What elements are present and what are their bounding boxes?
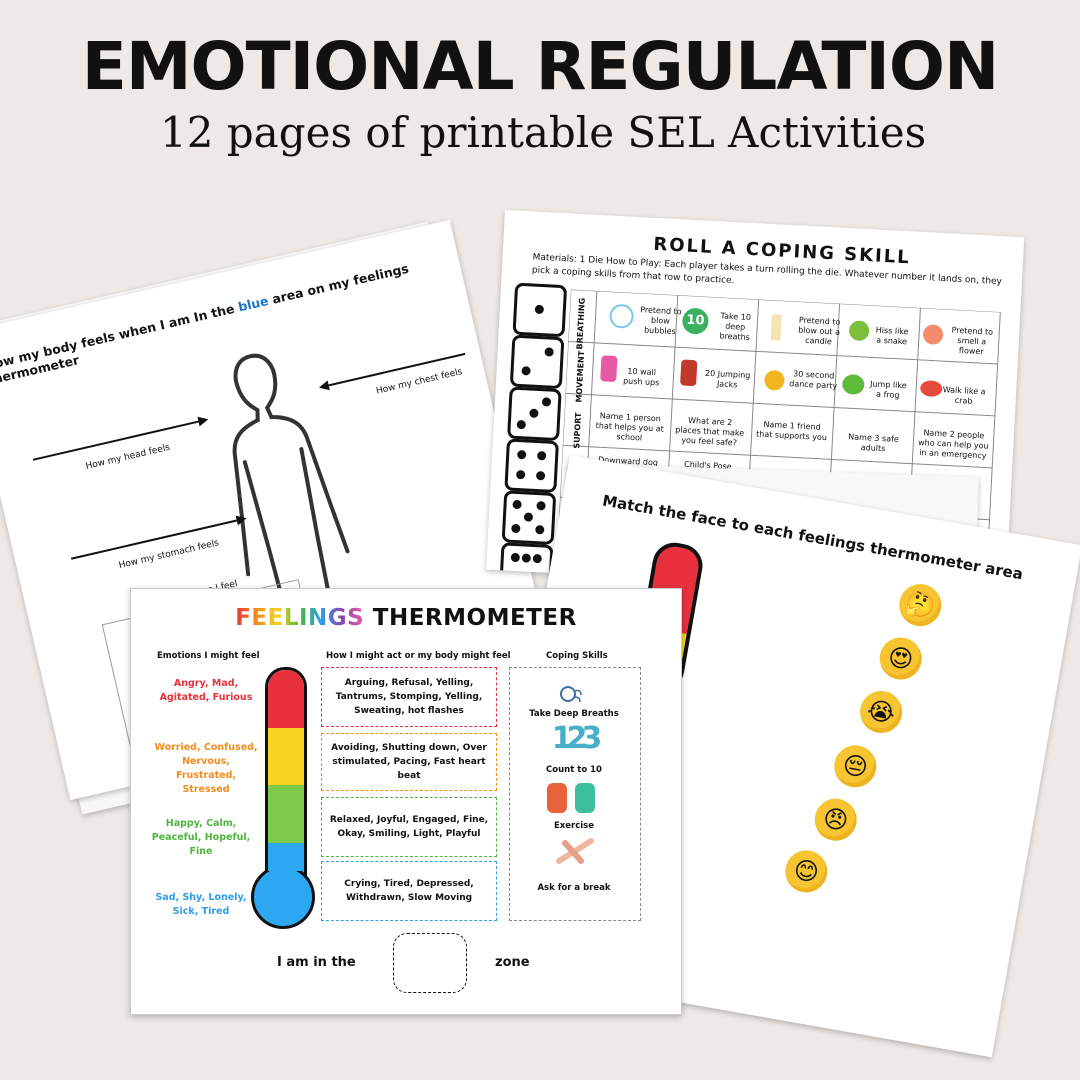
sad-face-icon: 😔 [830,741,880,791]
page-subtitle: 12 pages of printable SEL Activities [160,108,927,157]
col-skills-header: Coping Skills [546,651,608,661]
die-5-icon [501,490,557,545]
page-title: EMOTIONAL REGULATION [81,28,1000,105]
girl-pushup-icon [600,355,618,383]
angry-face-icon: 😠 [811,795,861,845]
coping-cell: Pretend to blow out a candle [797,315,841,347]
skill-break: Ask for a break [537,883,611,893]
coping-cell: Pretend to smell a flower [951,325,994,357]
head-arrow-icon [32,416,209,461]
body-box-blue: Crying, Tired, Depressed, Withdrawn, Slo… [321,861,497,921]
die-3-icon [507,386,562,442]
die-1-icon [512,282,568,338]
skill-exercise: Exercise [553,821,595,831]
coping-cell: Name 2 people who can help you in an eme… [917,428,989,461]
chest-arrow-icon [318,352,466,391]
coping-cell: What are 2 places that make you feel saf… [674,415,745,448]
thermo-title-colored: FEELINGS [235,605,365,631]
zone-pre-text: I am in the [277,955,356,970]
emotions-orange: Worried, Confused, Nervous, Frustrated, … [154,742,258,795]
heading-blue: blue [236,292,270,315]
coping-cell: Take 10 deep breaths [719,311,752,342]
coping-cell: Jump like a frog [869,379,907,400]
thinking-face-icon: 🤔 [895,580,945,630]
coping-cell: Name 1 friend that supports you [755,419,828,443]
skills-box [509,667,641,921]
die-4-icon [504,438,559,494]
coping-cell: 10 wall push ups [622,366,660,388]
count-123-icon: 123 [551,721,603,756]
boy-jumping-icon [680,359,698,387]
coping-cell: 20 Jumping Jacks [704,368,751,390]
die-2-icon [509,334,565,390]
coping-cell: Walk like a crab [942,385,986,406]
crying-face-icon: 😭 [856,687,906,737]
zone-blank-box [393,933,467,993]
zone-post-text: zone [495,955,530,970]
coping-cell: 30 second dance party [789,369,838,391]
thermometer-bulb [251,865,315,929]
breath-icon [560,686,582,703]
stomach-arrow-icon [70,515,247,560]
emotions-red: Angry, Mad, Agitated, Furious [159,678,253,703]
thermo-title-rest: THERMOMETER [372,605,577,631]
coping-cell: Name 3 safe adults [848,432,900,454]
candle-icon [770,314,782,341]
thermometer-bulb-neck [268,857,304,871]
coping-cell: Name 1 person that helps you at school [595,411,665,443]
body-outline-icon [232,353,350,667]
emotions-green: Happy, Calm, Peaceful, Hopeful, Fine [151,818,251,857]
skill-count: Count to 10 [546,765,602,775]
body-feelings-page: How my body feels when I am In the blue … [0,219,558,801]
hand-stop-icon [556,838,594,864]
body-box-orange: Avoiding, Shutting down, Over stimulated… [321,733,497,791]
feelings-thermometer-page: FEELINGS THERMOMETER Emotions I might fe… [130,588,682,1015]
coping-cell: Pretend to blow bubbles [639,305,682,337]
body-box-red: Arguing, Refusal, Yelling, Tantrums, Sto… [321,667,497,727]
exercise-icon [541,779,607,817]
thermo-title: FEELINGS THERMOMETER [131,605,681,631]
row-label-support: SUPORT [572,412,584,449]
col-act-header: How I might act or my body might feel [326,651,511,661]
body-box-green: Relaxed, Joyful, Engaged, Fine, Okay, Sm… [321,797,497,857]
smiling-face-icon: 😊 [781,847,831,896]
col-emotions-header: Emotions I might feel [157,651,260,661]
emotions-blue: Sad, Shy, Lonely, Sick, Tired [155,892,247,917]
heart-eyes-face-icon: 😍 [876,634,926,683]
coping-cell: Hiss like a snake [875,325,909,347]
skill-deep-breaths: Take Deep Breaths [529,709,619,719]
